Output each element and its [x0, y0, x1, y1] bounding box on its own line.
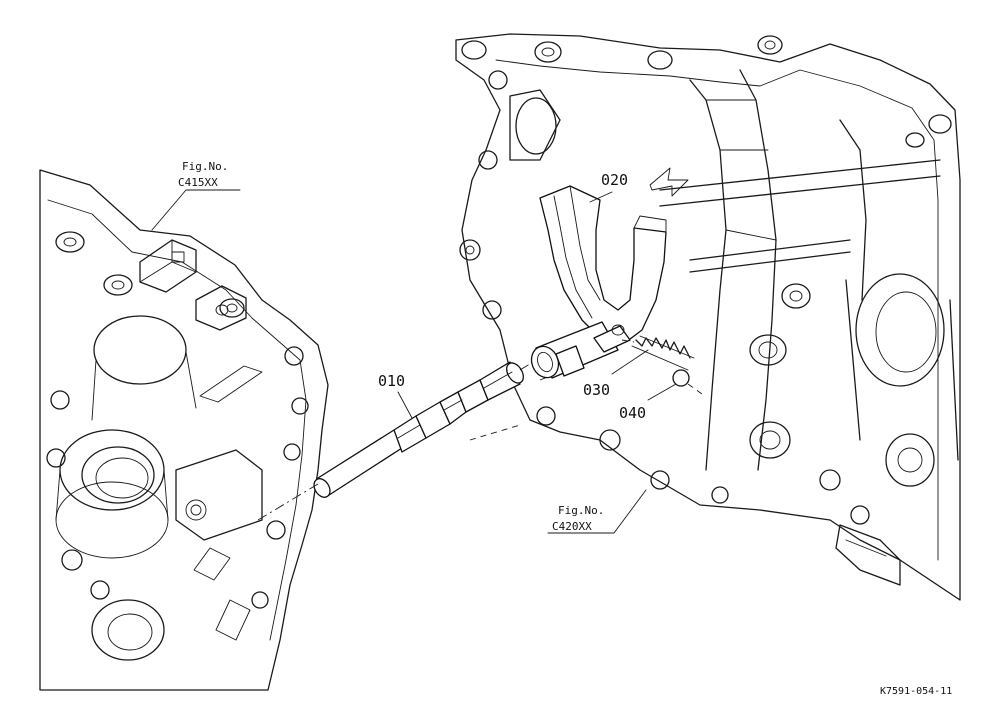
ball-axis-line — [621, 339, 703, 395]
right-transmission-housing — [455, 33, 961, 601]
leader-010 — [397, 391, 413, 419]
leader-040 — [647, 383, 677, 401]
left-fig-code: C415XX — [178, 176, 218, 189]
leader-030 — [611, 349, 649, 375]
right-fig-caption: Fig.No. — [558, 504, 604, 517]
label-030: 030 — [583, 381, 610, 399]
rod-guide-line — [469, 371, 561, 441]
label-010: 010 — [378, 372, 405, 390]
drawing-code: K7591-054-11 — [880, 686, 952, 697]
shift-rod-010 — [313, 361, 524, 498]
left-transmission-housing — [39, 169, 329, 691]
label-020: 020 — [601, 171, 628, 189]
leader-c420xx — [547, 489, 647, 534]
left-fig-caption: Fig.No. — [182, 160, 228, 173]
shift-fork-020 — [530, 185, 667, 379]
label-040: 040 — [619, 404, 646, 422]
leader-020 — [589, 191, 613, 203]
detent-ball-040 — [672, 369, 690, 387]
spring-030 — [631, 335, 695, 371]
right-fig-code: C420XX — [552, 520, 592, 533]
leader-c415xx — [151, 189, 241, 231]
